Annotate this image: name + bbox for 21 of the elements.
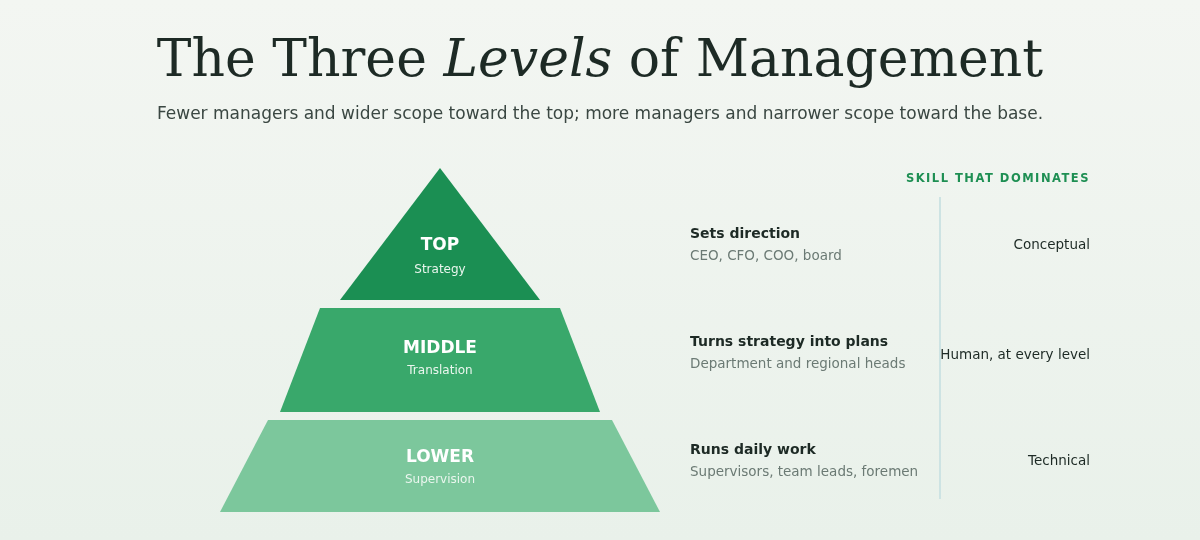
role-examples: Supervisors, team leads, foremen [690, 463, 919, 479]
tier-title: MIDDLE [402, 337, 478, 357]
pyramid-tier [280, 308, 600, 412]
tier-subtitle: Translation [406, 363, 474, 377]
role-heading: Runs daily work [690, 441, 816, 457]
title: The Three Levels of Management [155, 28, 1045, 88]
role-heading: Sets direction [690, 225, 801, 241]
role-heading: Turns strategy into plans [690, 333, 889, 349]
tier-subtitle: Supervision [403, 472, 477, 486]
column-heading: SKILL THAT DOMINATES [905, 171, 1090, 185]
pyramid-tier [340, 168, 540, 300]
skill-label: Conceptual [1013, 236, 1090, 252]
skill-label: Technical [1028, 452, 1090, 468]
pyramid-tier [220, 420, 660, 512]
role-examples: Department and regional heads [690, 355, 906, 371]
tier-title: TOP [419, 234, 461, 254]
tier-subtitle: Strategy [413, 262, 467, 276]
skill-label: Human, at every level [940, 346, 1090, 362]
tier-title: LOWER [404, 446, 476, 466]
subtitle: Fewer managers and wider scope toward the top; more managers and narrower scope toward the base. [155, 103, 1045, 123]
role-examples: CEO, CFO, COO, board [690, 247, 842, 263]
